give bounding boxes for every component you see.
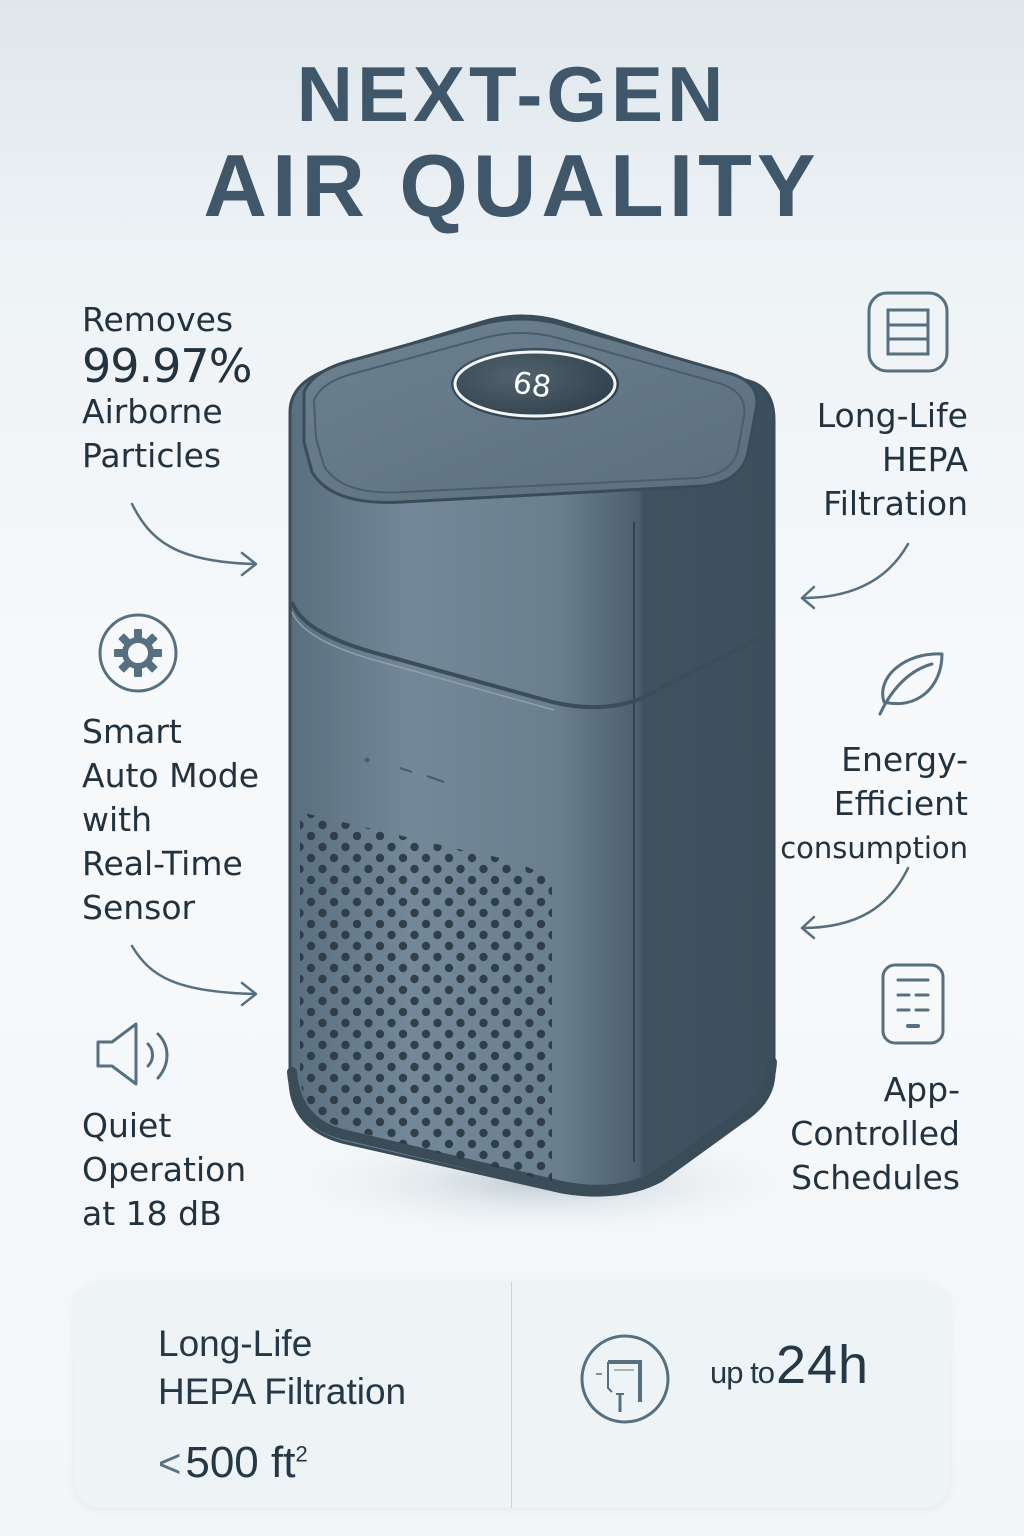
feature-text: at 18 dB	[82, 1194, 222, 1233]
spec-filtration-title: Long-Life HEPA Filtration	[158, 1320, 406, 1416]
feature-text: Energy-	[841, 740, 968, 779]
feature-text: Quiet	[82, 1106, 172, 1145]
speaker-icon	[92, 1020, 174, 1090]
feature-text: Particles	[82, 436, 222, 475]
arrow-left-icon	[798, 542, 910, 610]
air-purifier-device: 68	[282, 302, 802, 1237]
feature-highlight-value: 99.97%	[82, 339, 252, 393]
spec-filtration-section: Long-Life HEPA Filtration <500 ft2	[158, 1320, 406, 1488]
feature-text: with	[82, 800, 153, 839]
runtime-prefix: up to	[710, 1355, 775, 1390]
spec-divider	[511, 1282, 512, 1508]
feature-text: Long-Life	[816, 396, 968, 435]
spec-title-line: HEPA Filtration	[158, 1371, 407, 1412]
headline: NEXT-GEN AIR QUALITY	[0, 48, 1024, 232]
feature-text: Removes	[82, 300, 234, 339]
coverage-unit-superscript: 2	[295, 1441, 308, 1467]
arrow-right-icon	[130, 942, 260, 1012]
feature-text: Controlled	[790, 1114, 960, 1153]
spec-runtime: up to24h	[710, 1334, 869, 1396]
feature-text: Auto Mode	[82, 756, 260, 795]
feature-energy-efficient: Energy- Efficient consumption	[780, 738, 968, 870]
feature-hepa-filtration: Long-Life HEPA Filtration	[817, 394, 968, 526]
spec-card: Long-Life HEPA Filtration <500 ft2 up to…	[74, 1282, 950, 1508]
feature-text: Smart	[82, 712, 182, 751]
gear-icon	[97, 612, 179, 694]
feature-text: HEPA	[881, 440, 968, 479]
feature-text: Schedules	[791, 1158, 960, 1197]
spec-title-line: Long-Life	[158, 1323, 313, 1364]
feature-text: Filtration	[823, 484, 968, 523]
arrow-left-icon	[798, 866, 910, 940]
feature-text: Real-Time	[82, 844, 243, 883]
remote-app-icon	[880, 962, 946, 1046]
feature-text: consumption	[780, 831, 968, 865]
feature-quiet-operation: Quiet Operation at 18 dB	[82, 1104, 246, 1236]
feature-smart-auto-mode: Smart Auto Mode with Real-Time Sensor	[82, 710, 259, 930]
feature-text: Efficient	[833, 784, 968, 823]
feature-text: Airborne	[82, 392, 223, 431]
feature-app-controlled: App- Controlled Schedules	[790, 1068, 960, 1200]
feature-particle-removal: Removes 99.97% Airborne Particles	[82, 298, 252, 478]
coverage-value: 500 ft	[185, 1438, 296, 1487]
feature-text: App-	[883, 1070, 960, 1109]
feature-text: Sensor	[82, 888, 196, 927]
headline-line-1: NEXT-GEN	[296, 50, 728, 138]
feature-text: Operation	[82, 1150, 247, 1189]
timer-device-icon	[578, 1332, 672, 1426]
headline-line-2: AIR QUALITY	[203, 136, 821, 235]
runtime-value: 24h	[775, 1335, 870, 1395]
spec-coverage-area: <500 ft2	[158, 1438, 406, 1488]
filter-icon	[866, 290, 950, 374]
coverage-prefix: <	[158, 1442, 182, 1486]
leaf-icon	[876, 648, 946, 716]
arrow-right-icon	[130, 500, 260, 580]
